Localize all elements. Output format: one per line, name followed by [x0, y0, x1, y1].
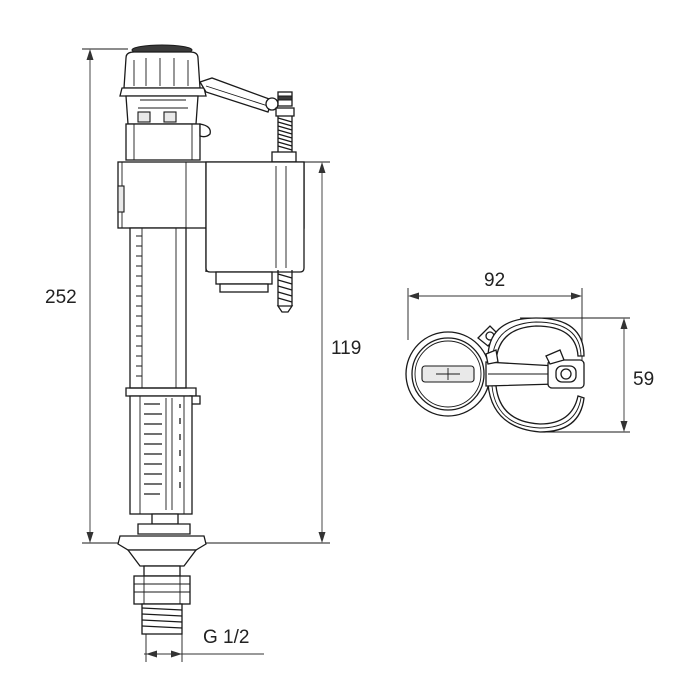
- base-thread: [117, 535, 207, 662]
- overall-height-label: 252: [45, 287, 77, 308]
- lever-arm: [199, 77, 279, 113]
- adjustment-screw: [271, 91, 297, 163]
- float-adjust-screw: [276, 270, 294, 313]
- telescopic-section: [129, 395, 193, 535]
- valve-head: [119, 44, 211, 161]
- riser-tube: [125, 227, 201, 405]
- float-height-label: 119: [331, 338, 362, 359]
- float-width-label: 92: [484, 270, 506, 291]
- dimension-float-width: [407, 288, 583, 360]
- dimension-float-height: [205, 161, 330, 544]
- fill-valve-top-view: [405, 317, 585, 433]
- thread-size-label: G 1/2: [203, 627, 250, 648]
- dimension-thread: [144, 650, 264, 658]
- float-block: [117, 161, 305, 293]
- float-depth-label: 59: [633, 369, 655, 390]
- dimension-overall-height: [82, 48, 130, 544]
